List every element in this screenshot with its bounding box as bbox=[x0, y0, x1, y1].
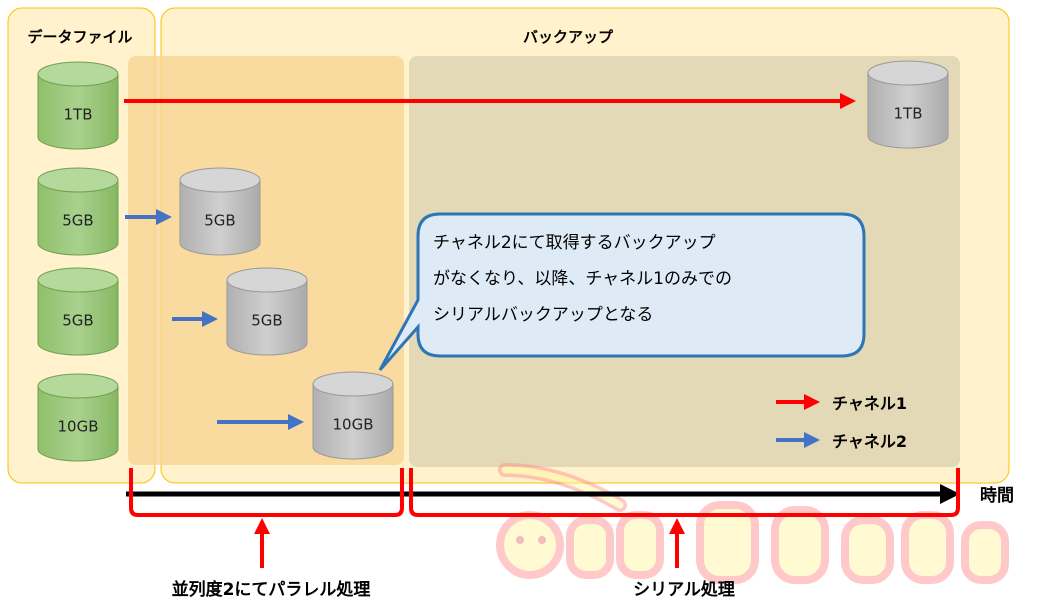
datafile-cylinder-0: 1TB bbox=[37, 61, 119, 150]
datafile-cylinder-3: 10GB bbox=[37, 373, 119, 462]
watermark-logo bbox=[496, 463, 1009, 584]
legend-channel1-label: チャネル1 bbox=[832, 394, 907, 413]
datafile-cylinder-1: 5GB bbox=[37, 167, 119, 256]
backup-title: バックアップ bbox=[523, 28, 614, 46]
datafile-cylinder-3-label: 10GB bbox=[57, 418, 98, 436]
callout-line-2: がなくなり、以降、チャネル1のみでの bbox=[433, 269, 732, 289]
timeline-label: 時間 bbox=[980, 485, 1014, 506]
datafile-cylinder-0-label: 1TB bbox=[64, 106, 93, 124]
backup-cylinder-2-label: 5GB bbox=[251, 312, 282, 330]
datafile-cylinder-2: 5GB bbox=[37, 267, 119, 356]
serial-label: シリアル処理 bbox=[633, 580, 735, 600]
datafile-cylinder-2-label: 5GB bbox=[62, 312, 93, 330]
backup-cylinder-0-label: 1TB bbox=[894, 105, 923, 123]
serial-bracket bbox=[409, 468, 960, 517]
callout-line-1: チャネル2にて取得するバックアップ bbox=[433, 233, 716, 253]
legend-channel2-label: チャネル2 bbox=[832, 432, 907, 451]
parallel-label: 並列度2にてパラレル処理 bbox=[172, 579, 371, 600]
backup-cylinder-3-label: 10GB bbox=[332, 416, 373, 434]
parallel-region bbox=[128, 56, 404, 465]
backup-cylinder-2: 5GB bbox=[226, 267, 308, 356]
datafile-cylinder-1-label: 5GB bbox=[62, 212, 93, 230]
callout-line-3: シリアルバックアップとなる bbox=[433, 305, 653, 325]
backup-cylinder-0: 1TB bbox=[867, 60, 949, 149]
backup-cylinder-1: 5GB bbox=[179, 167, 261, 256]
data-files-title: データファイル bbox=[27, 28, 132, 46]
backup-cylinder-1-label: 5GB bbox=[204, 212, 235, 230]
backup-cylinder-3: 10GB bbox=[312, 371, 394, 460]
parallel-bracket bbox=[129, 468, 404, 517]
callout: チャネル2にて取得するバックアップ がなくなり、以降、チャネル1のみでの シリア… bbox=[378, 212, 866, 371]
